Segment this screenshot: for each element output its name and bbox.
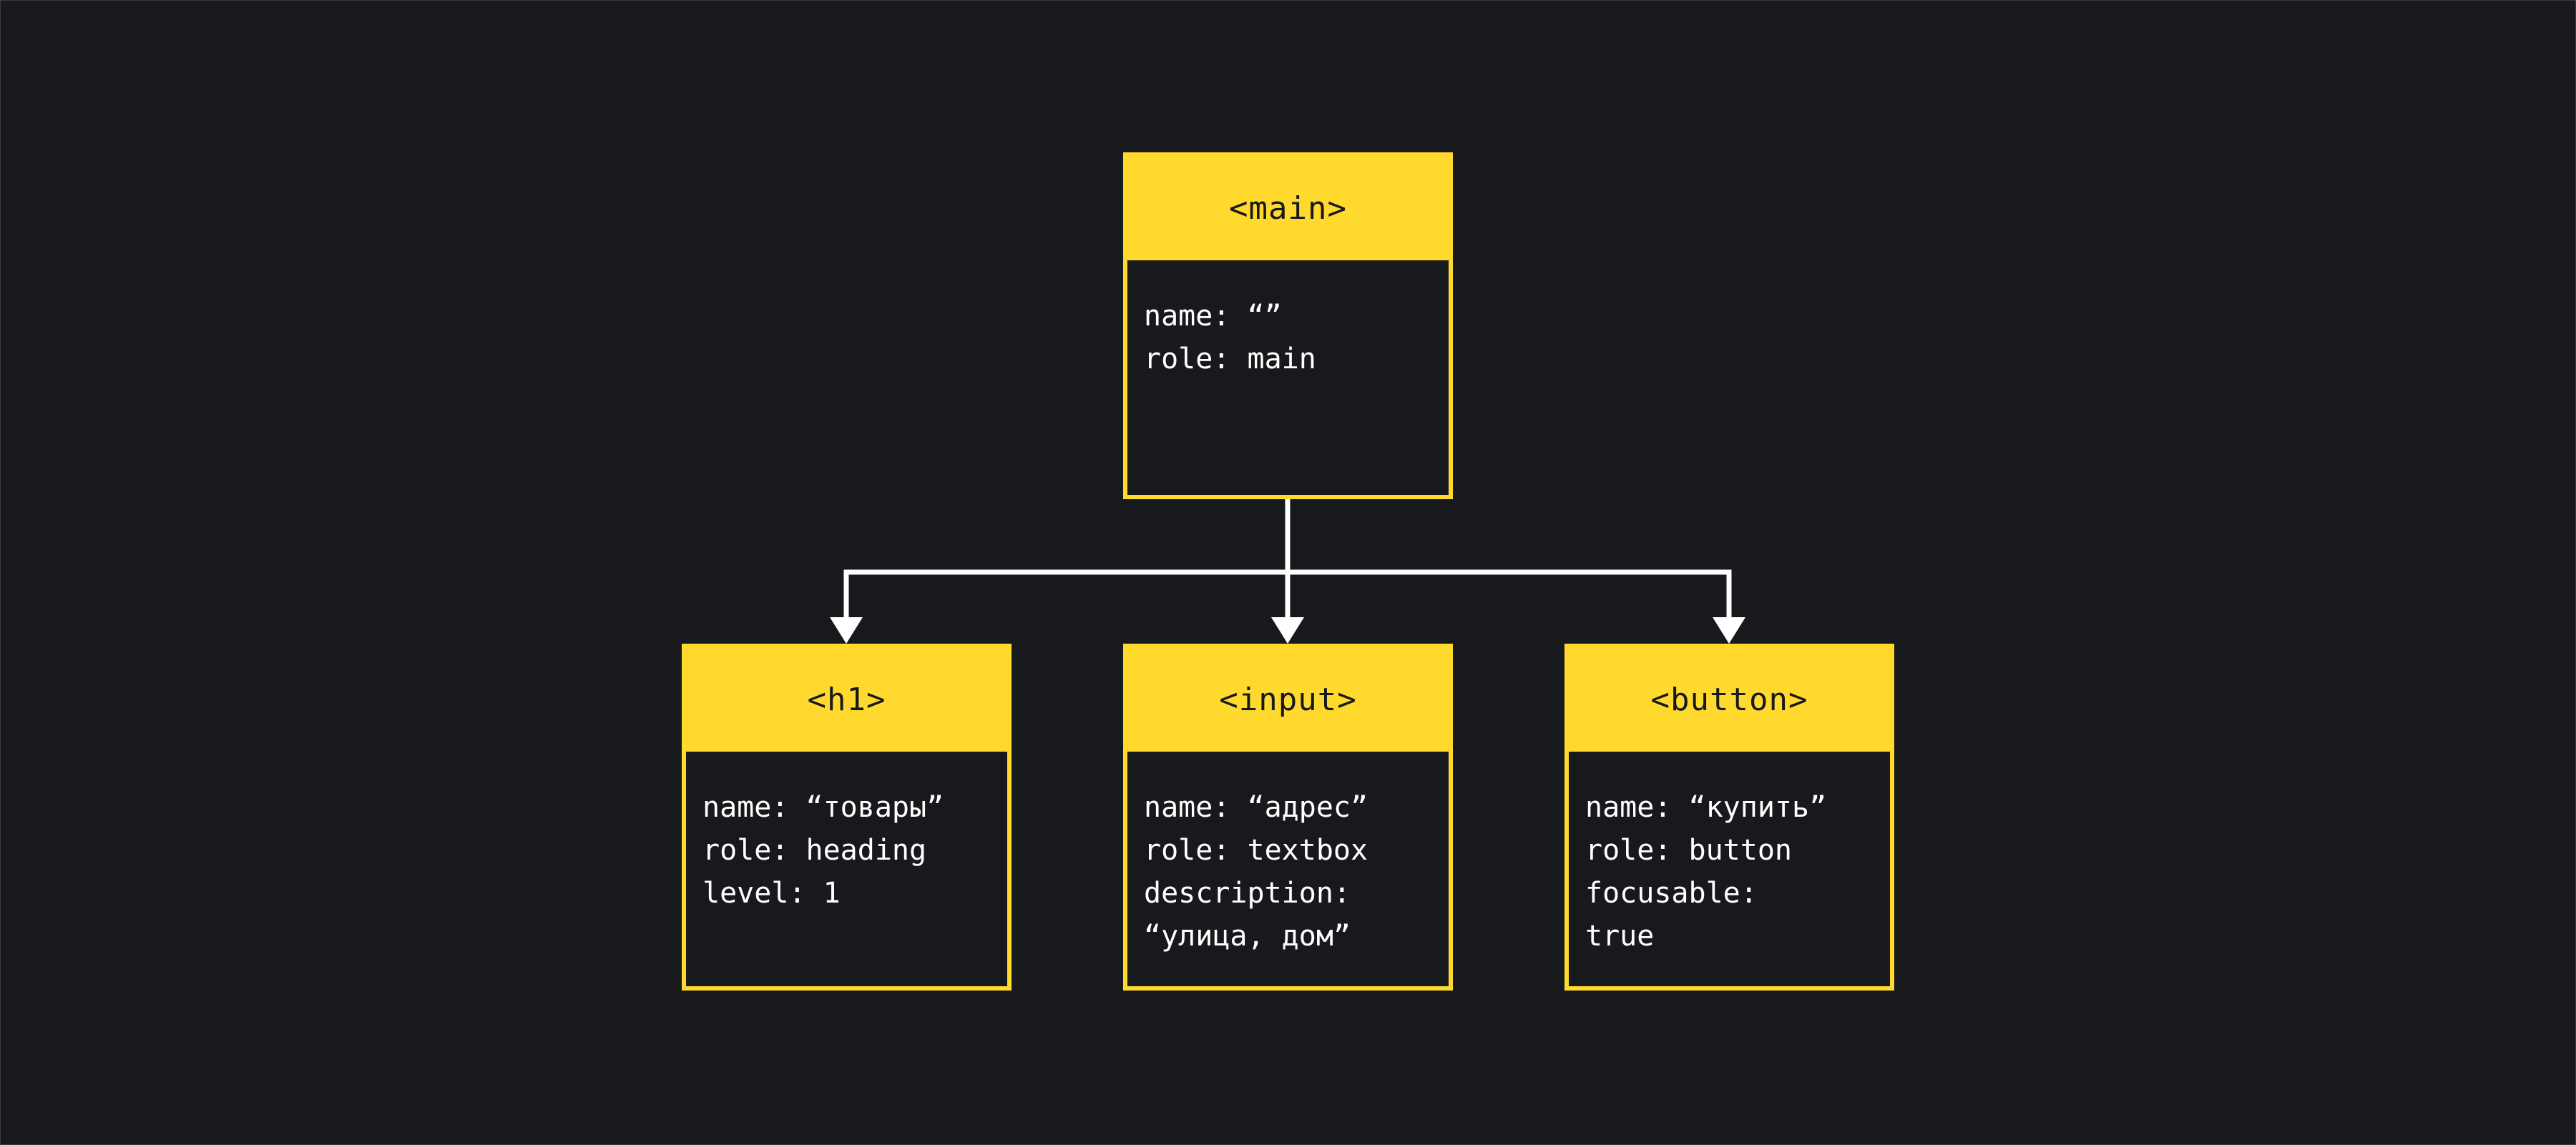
node-main: <main> name: “” role: main — [1123, 152, 1453, 499]
arrowhead-input — [1271, 617, 1304, 644]
node-properties: name: “товары” role: heading level: 1 — [686, 752, 1007, 915]
property-line: role: textbox — [1144, 834, 1368, 867]
node-properties: name: “” role: main — [1127, 260, 1449, 380]
arrowhead-h1 — [830, 617, 863, 644]
node-properties: name: “адрес” role: textbox description:… — [1127, 752, 1449, 958]
property-line: role: main — [1144, 343, 1316, 375]
arrowhead-button — [1713, 617, 1745, 644]
property-line: “улица, дом” — [1144, 920, 1351, 953]
property-line: role: heading — [702, 834, 927, 867]
property-line: name: “адрес” — [1144, 791, 1368, 824]
node-tag: <button> — [1569, 648, 1890, 752]
property-line: description: — [1144, 877, 1351, 910]
node-tag: <input> — [1127, 648, 1449, 752]
node-properties: name: “купить” role: button focusable: t… — [1569, 752, 1890, 958]
property-line: name: “” — [1144, 300, 1282, 333]
node-button: <button> name: “купить” role: button foc… — [1564, 644, 1894, 991]
property-line: focusable: — [1585, 877, 1758, 910]
property-line: name: “купить” — [1585, 791, 1827, 824]
node-tag: <h1> — [686, 648, 1007, 752]
property-line: role: button — [1585, 834, 1792, 867]
property-line: true — [1585, 920, 1655, 953]
node-input: <input> name: “адрес” role: textbox desc… — [1123, 644, 1453, 991]
node-h1: <h1> name: “товары” role: heading level:… — [682, 644, 1012, 991]
property-line: name: “товары” — [702, 791, 944, 824]
property-line: level: 1 — [702, 877, 841, 910]
node-tag: <main> — [1127, 157, 1449, 260]
